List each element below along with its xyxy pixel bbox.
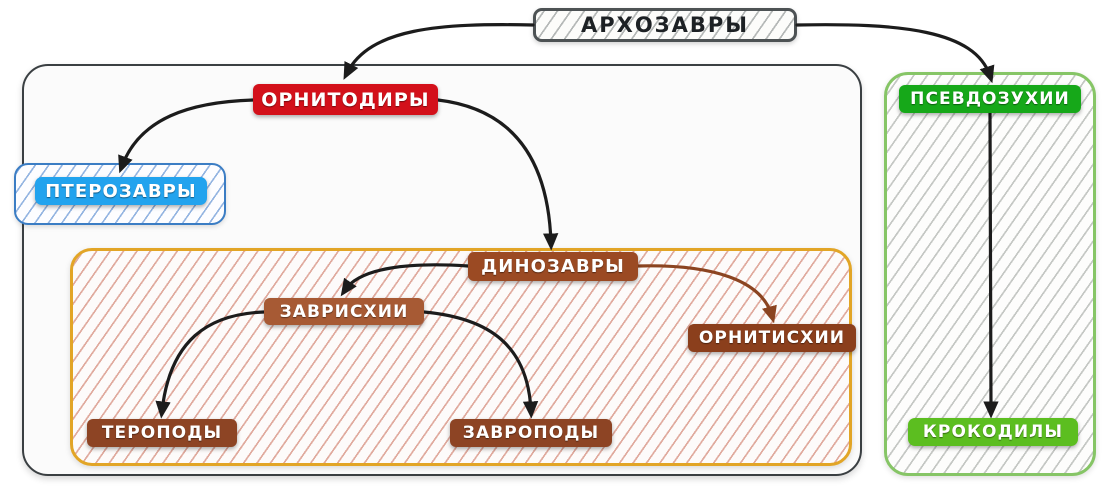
node-pseudosuchia[interactable]: ПСЕВДОЗУХИИ <box>899 85 1081 113</box>
node-ornithischia[interactable]: ОРНИТИСХИИ <box>688 324 856 352</box>
group-pseudosuchia <box>884 72 1096 476</box>
node-saurischia[interactable]: ЗАВРИСХИИ <box>264 298 424 325</box>
node-crocodiles[interactable]: КРОКОДИЛЫ <box>908 418 1078 446</box>
node-ornithodira[interactable]: ОРНИТОДИРЫ <box>253 84 438 115</box>
node-dinosaurs[interactable]: ДИНОЗАВРЫ <box>468 252 638 281</box>
node-sauropods[interactable]: ЗАВРОПОДЫ <box>450 419 612 447</box>
node-pterosaurs[interactable]: ПТЕРОЗАВРЫ <box>35 177 207 205</box>
node-theropods[interactable]: ТЕРОПОДЫ <box>87 419 237 447</box>
node-archosaurs-label: АРХОЗАВРЫ <box>580 13 749 37</box>
node-archosaurs[interactable]: АРХОЗАВРЫ <box>533 8 797 42</box>
